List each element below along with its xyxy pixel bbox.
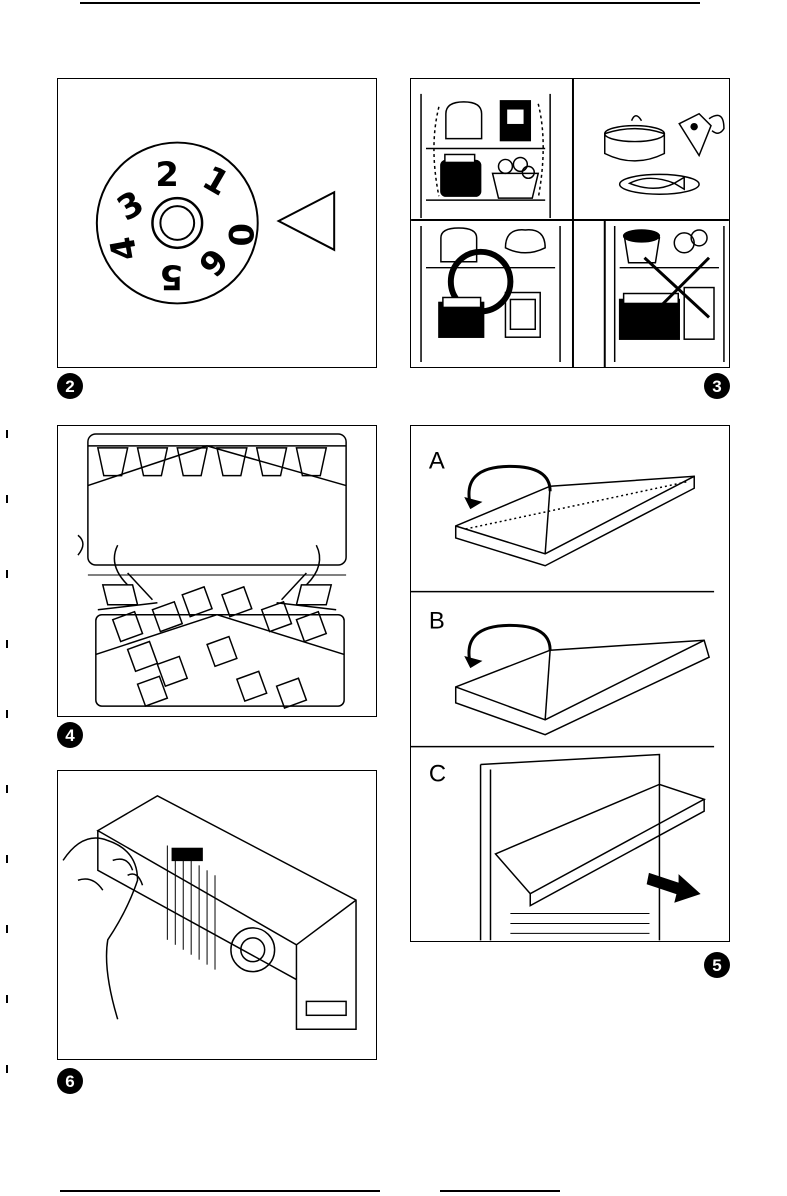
dial-number-5: 5 xyxy=(160,258,183,297)
dial-number-3: 3 xyxy=(110,183,150,229)
dial-number-6: 6 xyxy=(191,241,236,284)
margin-tick xyxy=(6,855,8,863)
bottom-edge-line-right xyxy=(440,1190,560,1192)
margin-tick xyxy=(6,430,8,438)
vent-slots xyxy=(167,845,215,969)
dial-number-4: 4 xyxy=(103,234,145,264)
figure-3-storage-panel xyxy=(410,78,730,368)
margin-tick xyxy=(6,710,8,718)
figure-4-number-badge: 4 xyxy=(57,722,83,748)
fridge-interior-bottom-right xyxy=(615,226,724,362)
fridge-interior-bottom-left xyxy=(421,226,560,362)
fridge-interior-top-left xyxy=(421,94,550,218)
margin-tick xyxy=(6,640,8,648)
panel-label-c: C xyxy=(429,760,446,787)
top-edge-line xyxy=(80,2,700,4)
dial-number-2: 2 xyxy=(155,155,178,194)
panel-label-b: B xyxy=(429,607,445,634)
margin-tick xyxy=(6,785,8,793)
figure-2-number-badge: 2 xyxy=(57,373,83,399)
fish-and-pot-illustration xyxy=(605,114,724,194)
shelf-position-a xyxy=(456,466,695,565)
control-box-illustration xyxy=(58,771,376,1059)
figure-6-number-badge: 6 xyxy=(57,1068,83,1094)
figure-5-shelf-panel: A B C xyxy=(410,425,730,942)
margin-tick xyxy=(6,1065,8,1073)
bottom-edge-line xyxy=(60,1190,380,1192)
hand-outline xyxy=(63,838,137,1019)
dial-number-0: 0 xyxy=(221,223,260,246)
figure-3-number-badge: 3 xyxy=(704,373,730,399)
figure-5-number-badge: 5 xyxy=(704,952,730,978)
shelf-position-c xyxy=(481,755,705,941)
margin-tick xyxy=(6,995,8,1003)
margin-tick xyxy=(6,495,8,503)
panel-label-a: A xyxy=(429,447,445,474)
dial-pointer-triangle xyxy=(279,192,335,250)
food-storage-illustration xyxy=(411,79,729,367)
thermostat-dial-illustration: 0 1 2 3 4 5 6 xyxy=(58,79,376,367)
figure-4-ice-tray-panel xyxy=(57,425,377,717)
ice-tray-illustration xyxy=(58,426,376,716)
dial-number-1: 1 xyxy=(196,158,236,204)
margin-tick xyxy=(6,570,8,578)
margin-tick xyxy=(6,925,8,933)
shelf-illustration: A B C xyxy=(411,426,729,941)
figure-2-dial-panel: 0 1 2 3 4 5 6 xyxy=(57,78,377,368)
shelf-position-b xyxy=(456,625,709,734)
figure-6-control-box-panel xyxy=(57,770,377,1060)
